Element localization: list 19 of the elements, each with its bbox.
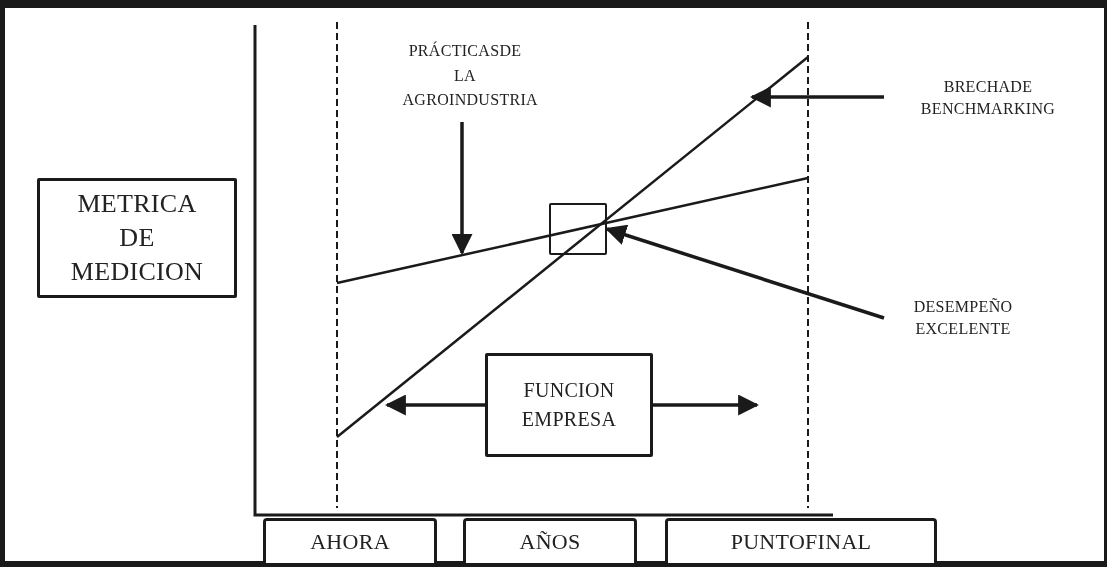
label-tab: [463, 518, 637, 563]
arrow: [451, 122, 473, 256]
annotation-text: PRÁCTICASDE LA AGROINDUSTRIA: [380, 36, 550, 116]
annotation-text: DESEMPEÑO EXCELENTE: [888, 294, 1038, 342]
annotation-text: BRECHADE BENCHMARKING: [888, 74, 1088, 122]
label-box: [485, 353, 653, 457]
label-box: [37, 178, 237, 298]
arrow: [749, 86, 884, 108]
box-label: AÑOS: [519, 528, 581, 556]
arrow: [653, 394, 760, 416]
arrow: [605, 224, 885, 320]
highlight-square: [549, 203, 607, 255]
box-label: METRICA DE MEDICION: [69, 188, 205, 288]
box-label: AHORA: [310, 528, 390, 556]
label-tab: [263, 518, 437, 563]
arrow: [384, 394, 485, 416]
box-label: PUNTOFINAL: [730, 528, 872, 556]
box-label: FUNCION EMPRESA: [520, 378, 618, 432]
label-tab: [665, 518, 937, 563]
